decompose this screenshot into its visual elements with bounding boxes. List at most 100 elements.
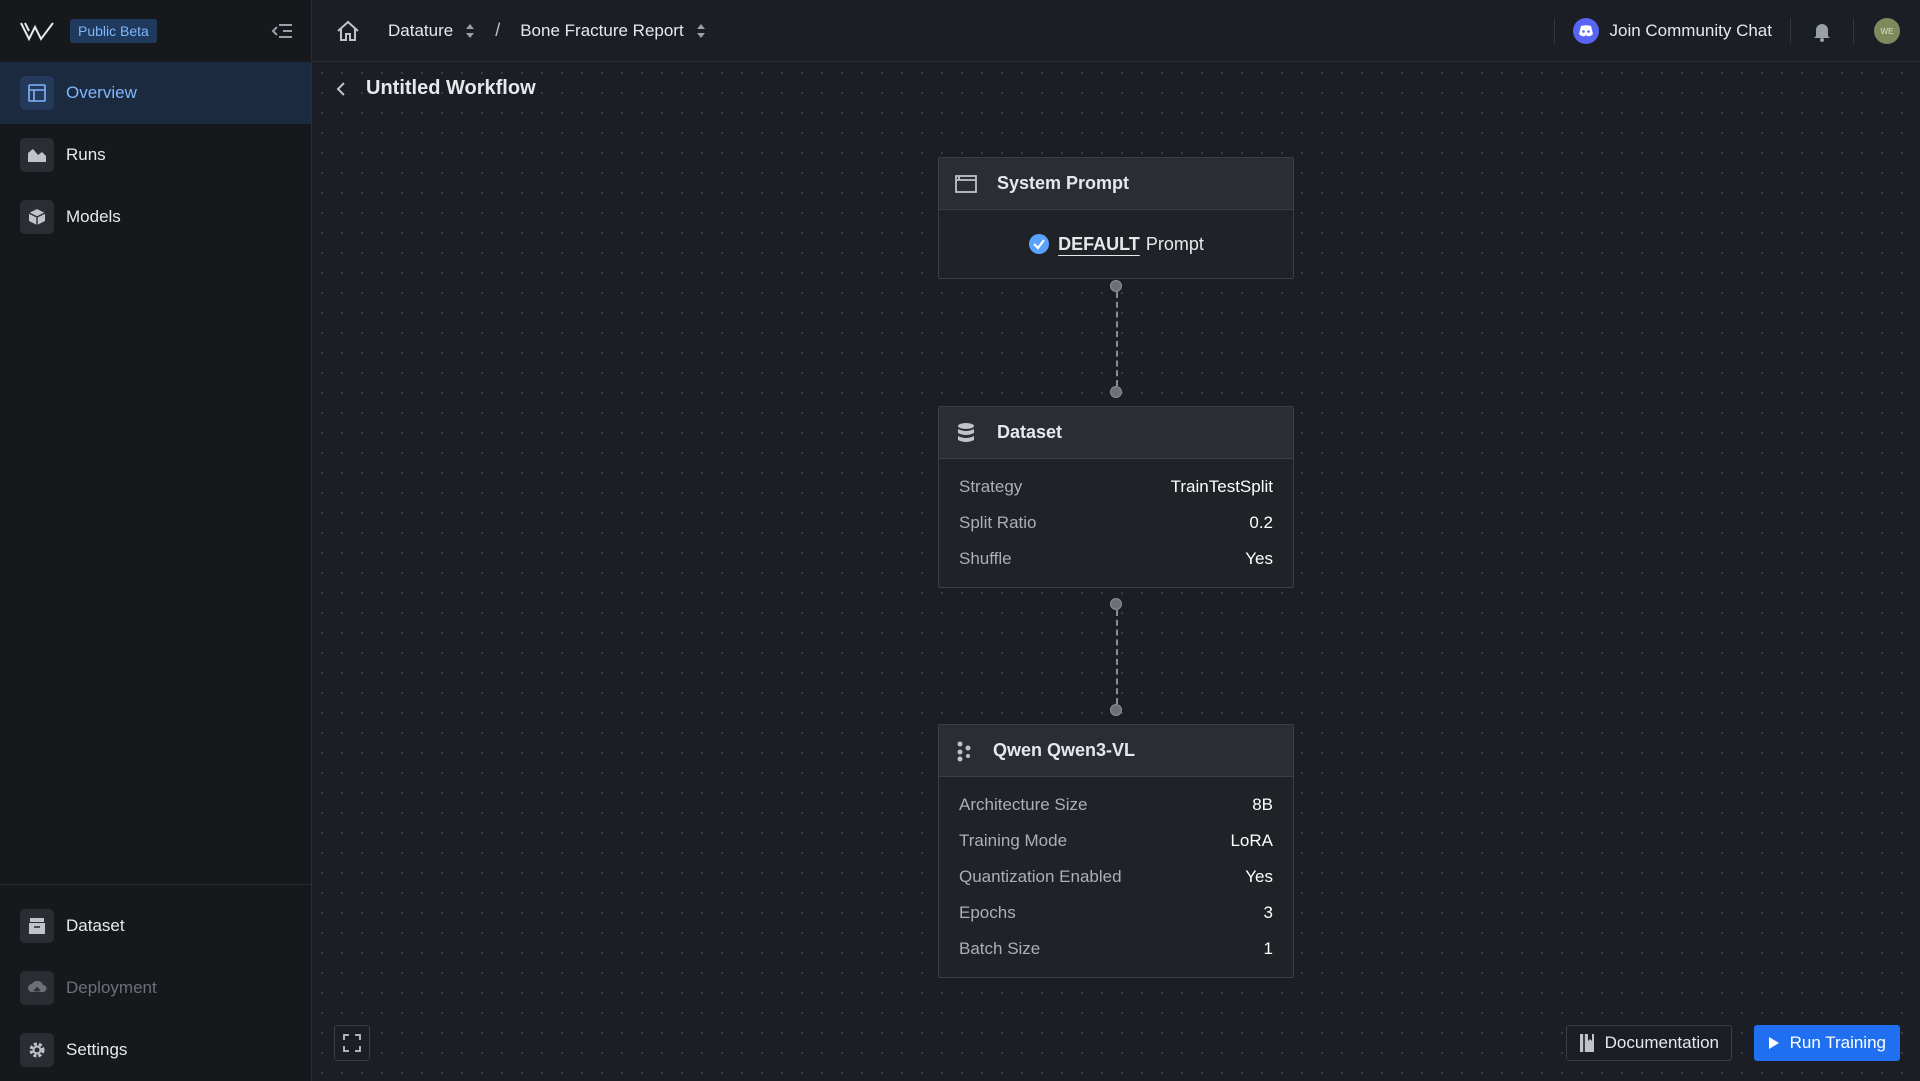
avatar[interactable]: WE [1874,18,1900,44]
collapse-sidebar-icon[interactable] [271,22,293,40]
sidebar-item-runs[interactable]: Runs [0,124,311,186]
breadcrumb-separator: / [495,20,501,40]
sidebar-item-label: Overview [66,83,137,102]
kv-row-shuffle: Shuffle Yes [959,541,1273,577]
input-port[interactable] [1110,704,1122,716]
node-body: Architecture Size 8B Training Mode LoRA Qu… [939,777,1293,977]
output-port[interactable] [1110,598,1122,610]
kv-row-strategy: Strategy TrainTestSplit [959,469,1273,505]
divider [1554,18,1556,44]
workflow-title[interactable]: Untitled Workflow [366,77,536,99]
public-beta-badge: Public Beta [70,19,157,43]
edge-connector [1116,610,1118,704]
kv-row-quantization: Quantization Enabled Yes [959,859,1273,895]
kv-key: Split Ratio [959,513,1037,532]
breadcrumb-project[interactable]: Bone Fracture Report [520,21,705,41]
kv-key: Training Mode [959,831,1068,850]
node-body: Strategy TrainTestSplit Split Ratio 0.2 Sh… [939,459,1293,587]
output-port[interactable] [1110,280,1122,292]
kv-key: Shuffle [959,549,1012,568]
kv-value: 1 [1263,939,1273,958]
breadcrumb-label: Bone Fracture Report [520,20,684,40]
node-title: Dataset [997,422,1063,442]
breadcrumb-label: Datature [388,20,454,40]
dataset-node[interactable]: Dataset Strategy TrainTestSplit Split Rat… [938,406,1294,588]
node-header: System Prompt [939,158,1293,210]
sidebar-item-overview[interactable]: Overview [0,62,311,124]
verified-check-icon [1029,234,1050,254]
system-prompt-node[interactable]: System Prompt DEFAULT Prompt [938,157,1294,279]
kv-value: 0.2 [1249,513,1273,532]
kv-key: Quantization Enabled [959,867,1122,886]
community-label: Join Community Chat [1609,21,1772,40]
breadcrumb-organization[interactable]: Datature [388,21,475,41]
sort-icon [466,23,475,38]
sidebar-item-label: Dataset [66,916,125,935]
sidebar-bottom-section: Dataset Deployment Settings [0,884,311,1081]
kv-row-architecture-size: Architecture Size 8B [959,787,1273,823]
workflow-header: Untitled Workflow [334,77,536,100]
topbar: Datature / Bone Fracture Report Join Com… [312,0,1920,62]
model-nodes-icon [957,741,971,761]
window-icon [955,174,977,193]
archive-icon [20,909,54,943]
prompt-label: Prompt [1145,233,1204,254]
input-port[interactable] [1110,386,1122,398]
layout-icon [20,76,54,110]
sidebar-item-dataset[interactable]: Dataset [0,895,311,957]
sidebar: Public Beta Overview Runs Models Dataset [0,0,312,1081]
database-icon [958,422,974,442]
run-training-button[interactable]: Run Training [1753,1025,1900,1061]
cloud-upload-icon [20,971,54,1005]
bell-icon[interactable] [1811,20,1833,42]
join-community-button[interactable]: Join Community Chat [1555,18,1790,44]
documentation-label: Documentation [1604,1033,1719,1052]
sort-icon [696,23,705,38]
kv-key: Batch Size [959,939,1041,958]
discord-icon [1573,18,1600,44]
home-icon[interactable] [336,20,360,42]
kv-value: 3 [1263,903,1273,922]
node-header: Dataset [939,407,1293,459]
brand-bar: Public Beta [0,0,311,62]
datature-logo[interactable] [20,20,54,42]
node-title: Qwen Qwen3-VL [993,740,1136,760]
divider [1790,18,1791,44]
kv-key: Architecture Size [959,795,1088,814]
kv-row-split-ratio: Split Ratio 0.2 [959,505,1273,541]
sidebar-item-models[interactable]: Models [0,186,311,248]
kv-value: 8B [1252,795,1273,814]
sidebar-item-settings[interactable]: Settings [0,1019,311,1081]
kv-value: LoRA [1230,831,1273,850]
workflow-canvas[interactable]: Untitled Workflow System Prompt DEFAULT … [312,63,1920,1081]
node-header: Qwen Qwen3-VL [939,725,1293,777]
expand-icon [343,1034,361,1052]
fullscreen-button[interactable] [334,1025,370,1061]
documentation-button[interactable]: Documentation [1565,1025,1732,1061]
topbar-actions: Join Community Chat WE [1554,0,1920,62]
kv-row-batch-size: Batch Size 1 [959,931,1273,967]
edge-connector [1116,292,1118,386]
prompt-row: DEFAULT Prompt [939,210,1293,278]
run-training-label: Run Training [1789,1033,1886,1052]
gear-icon [20,1033,54,1067]
kv-value: Yes [1245,867,1273,886]
node-title: System Prompt [997,173,1130,193]
sidebar-item-label: Settings [66,1040,128,1059]
sidebar-item-label: Deployment [66,978,157,997]
play-icon [1768,1037,1779,1049]
divider [1853,18,1854,44]
kv-key: Strategy [959,477,1023,496]
model-node[interactable]: Qwen Qwen3-VL Architecture Size 8B Traini… [938,724,1294,978]
sidebar-item-label: Runs [66,145,106,164]
kv-value: TrainTestSplit [1170,477,1273,496]
sidebar-item-label: Models [66,207,121,226]
chart-area-icon [20,138,54,172]
sidebar-item-deployment[interactable]: Deployment [0,957,311,1019]
kv-value: Yes [1245,549,1273,568]
cube-icon [20,200,54,234]
back-arrow-icon[interactable] [334,81,348,97]
book-icon [1579,1034,1594,1052]
default-prompt-link[interactable]: DEFAULT [1058,233,1140,254]
